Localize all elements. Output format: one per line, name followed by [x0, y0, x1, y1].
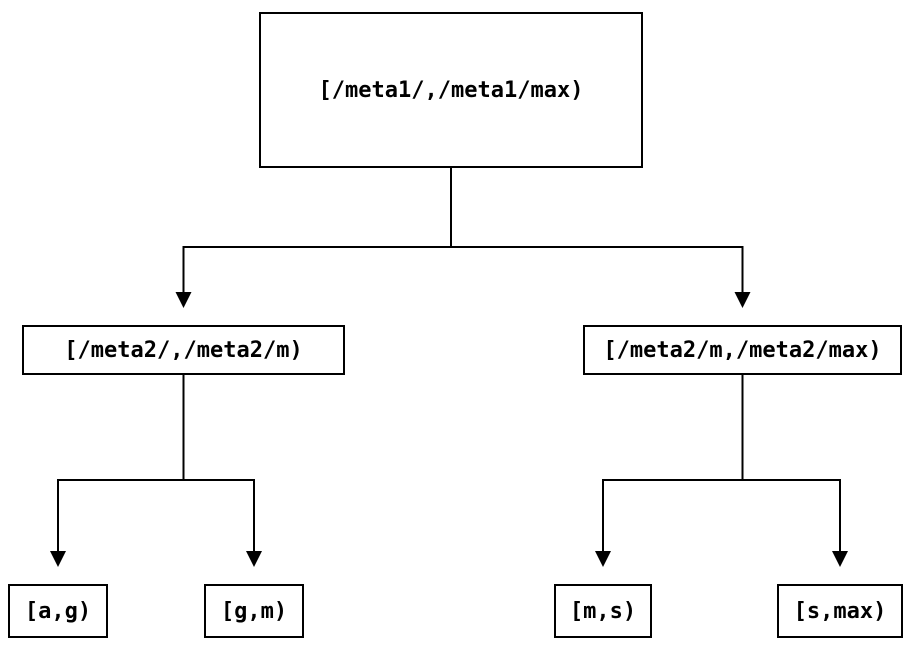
arrow-down-icon: [246, 551, 262, 567]
node-leaf-gm: [g,m): [204, 584, 304, 638]
edge-meta2-left-branches: [57, 479, 255, 551]
node-leaf-gm-label: [g,m): [220, 598, 288, 624]
arrow-down-icon: [175, 292, 192, 308]
node-meta2-left: [/meta2/,/meta2/m): [22, 325, 345, 375]
edge-meta2-right-branches: [602, 479, 841, 551]
arrow-down-icon: [734, 292, 751, 308]
edge-root-branches: [182, 246, 744, 292]
node-root-label: [/meta1/,/meta1/max): [318, 77, 584, 103]
node-leaf-smax-label: [s,max): [793, 598, 887, 624]
arrow-down-icon: [50, 551, 66, 567]
arrowhead-group: [50, 292, 848, 567]
node-leaf-ms-label: [m,s): [569, 598, 637, 624]
arrow-down-icon: [595, 551, 611, 567]
node-leaf-ag: [a,g): [8, 584, 108, 638]
node-leaf-ag-label: [a,g): [24, 598, 92, 624]
node-meta2-right: [/meta2/m,/meta2/max): [583, 325, 902, 375]
connector-line-group: [57, 168, 841, 551]
node-leaf-ms: [m,s): [554, 584, 652, 638]
node-meta2-right-label: [/meta2/m,/meta2/max): [603, 337, 882, 363]
node-root: [/meta1/,/meta1/max): [259, 12, 643, 168]
node-meta2-left-label: [/meta2/,/meta2/m): [64, 337, 303, 363]
node-leaf-smax: [s,max): [777, 584, 903, 638]
arrow-down-icon: [832, 551, 848, 567]
